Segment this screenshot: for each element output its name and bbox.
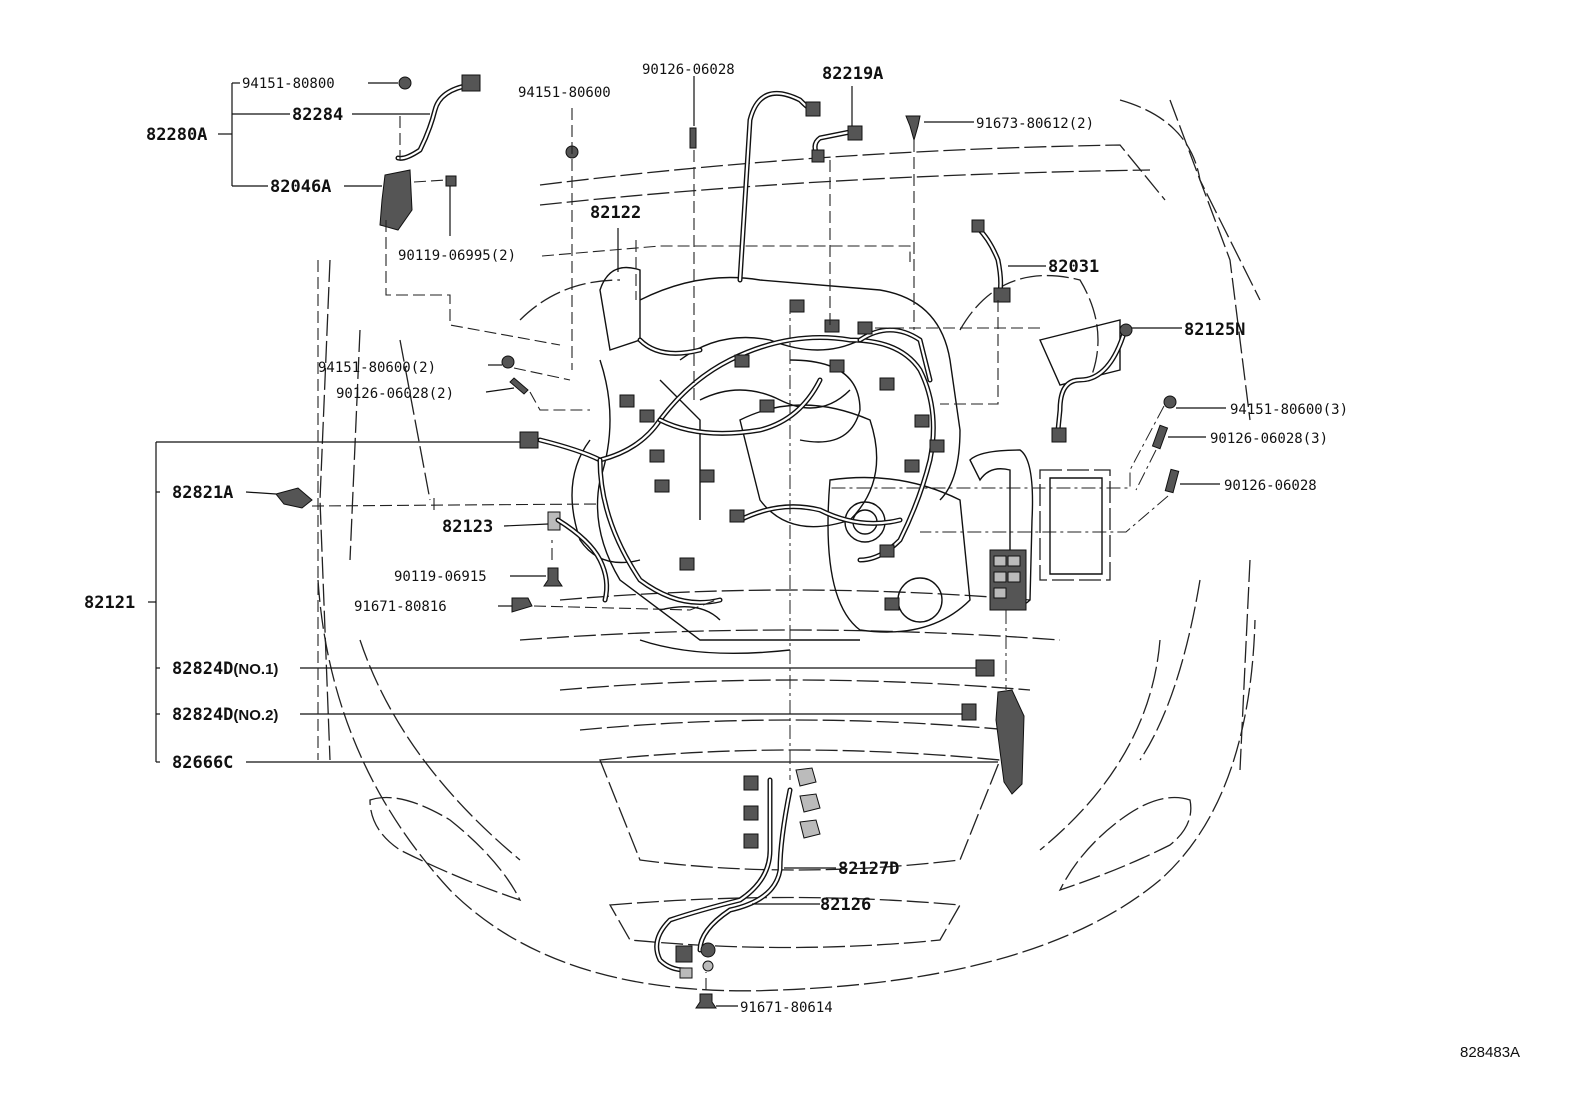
callout-82121: 82121: [84, 593, 135, 613]
callout-94151-80600-3: 94151-80600(3): [1230, 402, 1348, 418]
callout-82284: 82284: [292, 105, 343, 125]
fasteners: [501, 115, 1180, 613]
part-82824D-connectors: [961, 659, 995, 721]
callout-82126: 82126: [820, 895, 871, 915]
part-82123-ground-wire: [547, 511, 610, 603]
callout-90126-06028-2: 90126-06028(2): [336, 386, 454, 402]
callout-90119-06995: 90119-06995(2): [398, 248, 516, 264]
callout-82046A: 82046A: [270, 177, 331, 197]
callout-82280A: 82280A: [146, 125, 207, 145]
part-82280A-assembly: [379, 74, 481, 231]
callout-82127D: 82127D: [838, 859, 899, 879]
vehicle-body-outline: [317, 99, 1261, 992]
callout-82123: 82123: [442, 517, 493, 537]
part-82666C-bracket: [995, 689, 1025, 795]
callout-90126-06028-3: 90126-06028(3): [1210, 431, 1328, 447]
callout-82219A: 82219A: [822, 64, 883, 84]
relay-block: [989, 549, 1027, 611]
callout-82824D-no1: 82824D(NO.1): [172, 659, 278, 679]
callout-90119-06915: 90119-06915: [394, 569, 487, 585]
part-82125N-sensor: [1039, 319, 1133, 443]
callout-94151-80800: 94151-80800: [242, 76, 335, 92]
callout-labels: 94151-80800 82284 82280A 82046A 90119-06…: [84, 62, 1520, 1061]
part-82031-connector: [971, 219, 1011, 303]
engine-assembly: [571, 266, 1034, 655]
leader-lines: [148, 76, 1226, 1007]
illustration-id: 828483A: [1460, 1044, 1520, 1061]
callout-94151-80600-top: 94151-80600: [518, 85, 611, 101]
callout-82666C: 82666C: [172, 753, 233, 773]
callout-91671-80614: 91671-80614: [740, 1000, 833, 1016]
callout-82821A: 82821A: [172, 483, 233, 503]
callout-90126-06028-top: 90126-06028: [642, 62, 735, 78]
part-82821A-bracket: [275, 487, 313, 509]
callout-94151-80600-2: 94151-80600(2): [318, 360, 436, 376]
engine-wire-harness: [519, 299, 945, 611]
callout-82122: 82122: [590, 203, 641, 223]
callout-82125N: 82125N: [1184, 320, 1245, 340]
callout-82031: 82031: [1048, 257, 1099, 277]
callout-91671-80816: 91671-80816: [354, 599, 447, 615]
callout-90126-06028-right: 90126-06028: [1224, 478, 1317, 494]
part-82219A-sensor: [737, 90, 863, 283]
part-82127D-82126-front-harness: [654, 767, 821, 1009]
callout-91673-80612: 91673-80612(2): [976, 116, 1094, 132]
callout-82824D-no2: 82824D(NO.2): [172, 705, 278, 725]
